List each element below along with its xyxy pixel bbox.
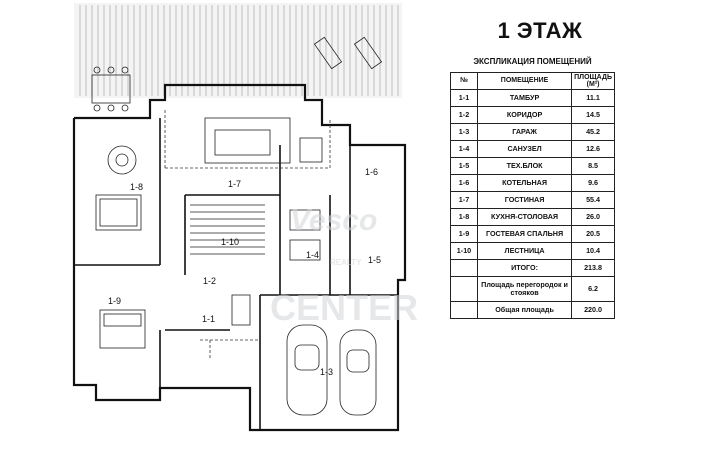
cell-empty bbox=[450, 276, 478, 302]
furniture bbox=[91, 66, 377, 416]
cell-area: 6.2 bbox=[571, 276, 615, 302]
cell-name: ЛЕСТНИЦА bbox=[476, 242, 573, 260]
outer-walls bbox=[72, 83, 407, 432]
floor-plan: 1-1 1-2 1-3 1-4 1-5 1-6 1-7 1-8 1-9 1-10… bbox=[72, 3, 418, 432]
watermark-line3: CENTER bbox=[270, 287, 418, 328]
cell-num: 1-1 bbox=[450, 89, 478, 107]
cell-area: 26.0 bbox=[571, 208, 615, 226]
cell-area: 14.5 bbox=[571, 106, 615, 124]
room-label-1-8: 1-8 bbox=[130, 182, 143, 192]
cell-area: 8.5 bbox=[571, 157, 615, 175]
room-label-1-6: 1-6 bbox=[365, 167, 378, 177]
room-label-1-4: 1-4 bbox=[306, 250, 319, 260]
cell-area: 12.6 bbox=[571, 140, 615, 158]
cell-label: Площадь перегородок и стояков bbox=[476, 276, 573, 302]
cell-num: 1-2 bbox=[450, 106, 478, 124]
room-label-1-3: 1-3 bbox=[320, 367, 333, 377]
cell-area: 213.8 bbox=[571, 259, 615, 277]
interior-walls bbox=[74, 118, 398, 430]
cell-area: 220.0 bbox=[571, 301, 615, 319]
cell-num: 1-10 bbox=[450, 242, 478, 260]
table-total-row: ИТОГО:213.8 bbox=[450, 259, 615, 277]
cell-name: КОТЕЛЬНАЯ bbox=[476, 174, 573, 192]
cell-num: 1-9 bbox=[450, 225, 478, 243]
room-label-1-1: 1-1 bbox=[202, 314, 215, 324]
cell-area: 9.6 bbox=[571, 174, 615, 192]
table-header-row: № ПОМЕЩЕНИЕ ПЛОЩАДЬ (М²) bbox=[450, 72, 615, 90]
cell-area: 20.5 bbox=[571, 225, 615, 243]
cell-empty bbox=[450, 259, 478, 277]
table-caption: ЭКСПЛИКАЦИЯ ПОМЕЩЕНИЙ bbox=[473, 57, 592, 66]
room-labels: 1-1 1-2 1-3 1-4 1-5 1-6 1-7 1-8 1-9 1-10 bbox=[108, 167, 381, 377]
room-label-1-10: 1-10 bbox=[221, 237, 239, 247]
watermark-line1: Vesco bbox=[290, 204, 377, 237]
room-label-1-9: 1-9 bbox=[108, 296, 121, 306]
cell-area: 55.4 bbox=[571, 191, 615, 209]
cell-area: 11.1 bbox=[571, 89, 615, 107]
room-label-1-5: 1-5 bbox=[368, 255, 381, 265]
cell-num: 1-7 bbox=[450, 191, 478, 209]
cell-empty bbox=[450, 301, 478, 319]
room-label-1-2: 1-2 bbox=[203, 276, 216, 286]
watermark: Vesco REALTY CENTER bbox=[270, 204, 418, 328]
cell-num: 1-5 bbox=[450, 157, 478, 175]
header-area: ПЛОЩАДЬ (М²) bbox=[571, 72, 615, 90]
cell-name: КУХНЯ-СТОЛОВАЯ bbox=[476, 208, 573, 226]
cell-label: ИТОГО: bbox=[476, 259, 573, 277]
cell-name: ТАМБУР bbox=[476, 89, 573, 107]
dashed-lines bbox=[164, 110, 331, 360]
cell-label: Общая площадь bbox=[476, 301, 573, 319]
terrace-hatching bbox=[74, 3, 402, 98]
cell-name: ТЕХ.БЛОК bbox=[476, 157, 573, 175]
watermark-line2: REALTY bbox=[330, 258, 362, 267]
deck-chairs bbox=[313, 36, 383, 70]
cell-num: 1-6 bbox=[450, 174, 478, 192]
cell-num: 1-8 bbox=[450, 208, 478, 226]
room-label-1-7: 1-7 bbox=[228, 179, 241, 189]
cell-num: 1-4 bbox=[450, 140, 478, 158]
cell-name: КОРИДОР bbox=[476, 106, 573, 124]
cell-name: ГАРАЖ bbox=[476, 123, 573, 141]
cell-area: 45.2 bbox=[571, 123, 615, 141]
cell-num: 1-3 bbox=[450, 123, 478, 141]
header-room: ПОМЕЩЕНИЕ bbox=[476, 72, 573, 90]
cell-name: ГОСТЕВАЯ СПАЛЬНЯ bbox=[476, 225, 573, 243]
floor-title: 1 ЭТАЖ bbox=[497, 18, 583, 43]
cell-name: ГОСТИНАЯ bbox=[476, 191, 573, 209]
cell-area: 10.4 bbox=[571, 242, 615, 260]
cell-name: САНУЗЕЛ bbox=[476, 140, 573, 158]
header-num: № bbox=[450, 72, 478, 90]
